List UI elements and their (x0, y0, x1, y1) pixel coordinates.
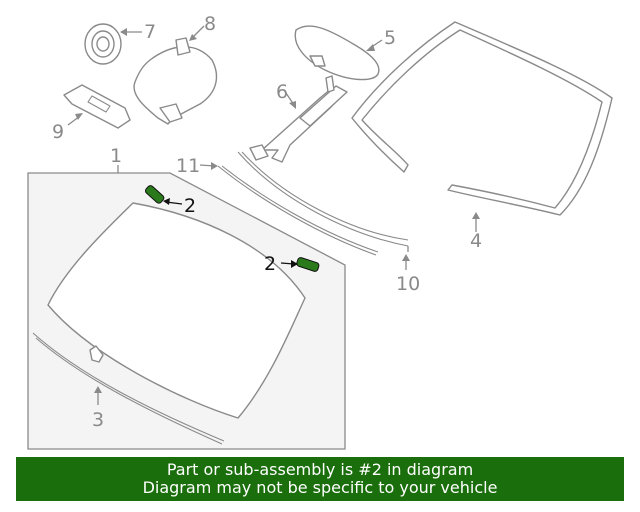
info-banner: Part or sub-assembly is #2 in diagram Di… (16, 457, 624, 501)
upper-molding-11 (217, 165, 377, 256)
banner-line-1: Part or sub-assembly is #2 in diagram (166, 460, 474, 479)
weatherstrip-4 (351, 21, 613, 216)
windshield-glass (47, 202, 306, 419)
callout-4: 4 (470, 230, 482, 252)
banner-line-2: Diagram may not be specific to your vehi… (142, 478, 498, 497)
rearview-mirror-5 (294, 25, 380, 81)
highlighted-part-2-upper (144, 185, 165, 204)
sensor-7 (84, 23, 122, 65)
upper-molding-10 (237, 151, 409, 247)
callout-3: 3 (92, 409, 104, 431)
lower-molding (32, 332, 225, 442)
callout-2-lower: 2 (264, 253, 276, 275)
callout-7: 7 (144, 21, 156, 43)
molding-clip (89, 345, 104, 363)
highlighted-part-2-lower (296, 257, 320, 272)
parts-diagram: 1 2 2 3 4 5 6 7 8 9 10 11 (27, 13, 613, 450)
callout-9: 9 (52, 121, 64, 143)
callout-10: 10 (396, 273, 420, 295)
callout-8: 8 (204, 13, 216, 35)
callout-2-upper: 2 (184, 195, 196, 217)
callout-6: 6 (276, 81, 288, 103)
callout-11: 11 (176, 155, 200, 177)
callout-1: 1 (110, 145, 122, 167)
callout-5: 5 (384, 27, 396, 49)
